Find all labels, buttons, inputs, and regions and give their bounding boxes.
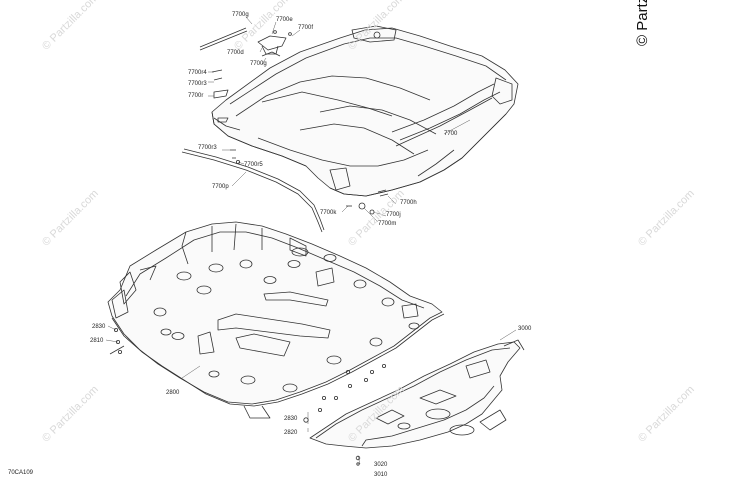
- part-label-7700g[interactable]: 7700g: [232, 12, 249, 18]
- part-label-7700p[interactable]: 7700p: [212, 184, 229, 190]
- fastener-3020: [355, 455, 361, 461]
- part-label-3000[interactable]: 3000: [518, 326, 532, 332]
- part-label-7700h[interactable]: 7700h: [400, 200, 417, 206]
- figure-code: 70CA109: [8, 470, 34, 476]
- part-label-7700r4[interactable]: 7700r4: [188, 70, 207, 76]
- seal-strip-top: [199, 27, 248, 51]
- part-label-3010[interactable]: 3010: [374, 472, 388, 478]
- part-label-2830[interactable]: 2830: [284, 416, 298, 422]
- edge-strip: [181, 148, 325, 233]
- skid-plate: [107, 221, 445, 419]
- skid-plate-holes: [153, 247, 420, 393]
- skid-fasteners: [114, 327, 386, 423]
- bracket-cluster: [257, 30, 292, 57]
- roof-panel: [211, 25, 519, 197]
- part-label-7700f[interactable]: 7700f: [298, 25, 314, 31]
- part-label-3020[interactable]: 3020: [374, 462, 388, 468]
- part-label-7700r[interactable]: 7700r: [188, 93, 204, 99]
- part-label-7700k[interactable]: 7700k: [320, 210, 337, 216]
- part-label-2810[interactable]: 2810: [90, 338, 104, 344]
- part-label-7700d[interactable]: 7700d: [227, 50, 244, 56]
- copyright-notice: © Partzilla.com: [634, 0, 651, 46]
- part-label-2820[interactable]: 2820: [284, 430, 298, 436]
- leader-lines-lower: [105, 325, 517, 465]
- leader-lines-upper: [208, 16, 471, 223]
- part-label-7700j[interactable]: 7700j: [386, 212, 401, 218]
- part-label-2800[interactable]: 2800: [166, 390, 180, 396]
- fastener-r5: [235, 159, 240, 164]
- part-label-7700r5[interactable]: 7700r5: [244, 162, 263, 168]
- fastener-3010: [356, 462, 360, 466]
- fastener-r3: [230, 149, 236, 159]
- front-protector: [309, 339, 525, 449]
- part-label-7700r3[interactable]: 7700r3: [188, 81, 207, 87]
- part-label-7700[interactable]: 7700: [444, 131, 458, 137]
- part-label-7700e[interactable]: 7700e: [276, 17, 293, 23]
- part-label-7700g[interactable]: 7700g: [250, 61, 267, 67]
- part-label-7700m[interactable]: 7700m: [378, 221, 397, 227]
- part-label-7700r3[interactable]: 7700r3: [198, 145, 217, 151]
- part-label-2830[interactable]: 2830: [92, 324, 106, 330]
